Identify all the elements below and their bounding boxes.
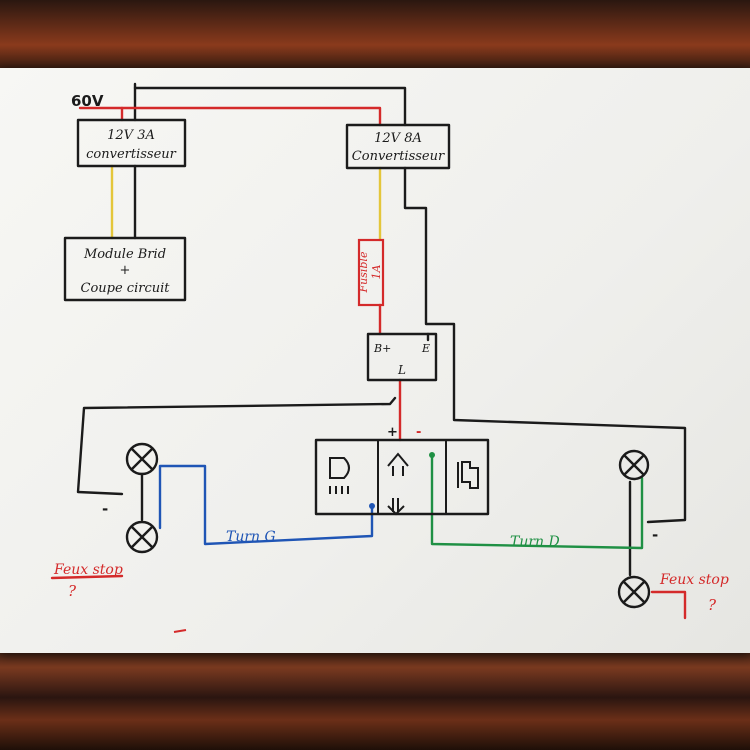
stop-left-question: ?: [68, 582, 77, 600]
minus-right-label: -: [652, 526, 658, 544]
turn-switch-icon: [387, 498, 405, 516]
relay-l-label: L: [397, 363, 406, 377]
relay-b-label: B+: [373, 342, 391, 355]
module-line3: Coupe circuit: [81, 281, 171, 296]
relay-e-label: E: [421, 342, 430, 355]
headlight-icon: [329, 457, 350, 494]
fuse-line2: 1A: [370, 264, 383, 279]
wire-black-right-down: [403, 166, 687, 524]
turn-right-lamp-icon: [618, 449, 650, 481]
horn-icon: [387, 452, 409, 476]
fuse-line1: Fusible: [357, 251, 370, 293]
stop-right-label: Feux stop: [659, 572, 729, 588]
wire-black-left-loop: [76, 396, 397, 496]
turn-left-lamp-icon: [125, 442, 159, 476]
stop-left-label: Feux stop: [53, 562, 123, 578]
panel-minus-label: -: [416, 425, 421, 440]
converter-right-line1: 12V 8A: [374, 131, 422, 146]
panel-plus-label: +: [387, 425, 398, 440]
stray-red-mark: [173, 629, 187, 633]
wire-red-right: [120, 106, 382, 127]
turn-right-label: Turn D: [510, 534, 560, 550]
converter-right-line2: Convertisseur: [352, 149, 445, 164]
minus-left-label: -: [102, 500, 108, 518]
converter-right-box: [345, 123, 451, 170]
fuse-box: [357, 238, 385, 307]
panel-blue-terminal: [369, 503, 375, 509]
relay-box: [366, 332, 438, 382]
switch-panel-box: [314, 438, 490, 516]
wire-red-stop-right: [650, 590, 687, 620]
wire-red-stop-left: [50, 574, 124, 580]
wire-blue-turn-left: [158, 464, 374, 546]
module-line2: +: [120, 263, 131, 278]
converter-left-line1: 12V 3A: [107, 128, 155, 143]
converter-left-line2: convertisseur: [86, 147, 177, 162]
stop-right-lamp-icon: [617, 575, 651, 609]
turn-left-label: Turn G: [226, 529, 276, 545]
module-line1: Module Brid: [83, 247, 166, 262]
module-box: [63, 236, 187, 302]
supply-label: 60V: [71, 92, 104, 110]
stop-right-question: ?: [708, 596, 717, 614]
stop-switch-icon: [457, 461, 479, 489]
stop-left-lamp-icon: [125, 520, 159, 554]
wire-green-turn-right: [430, 454, 644, 550]
converter-left-box: [76, 118, 187, 168]
panel-green-terminal: [429, 452, 435, 458]
wire-black-right-supply: [133, 86, 407, 127]
